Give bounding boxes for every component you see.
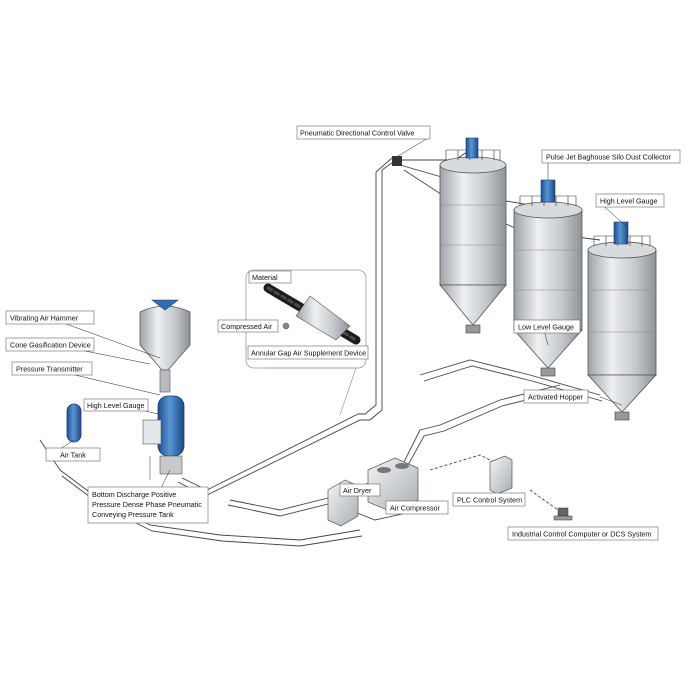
- label-tank-line3: Conveying Pressure Tank: [92, 510, 174, 519]
- label-low-level: Low Level Gauge: [518, 323, 574, 332]
- feed-hopper: [139, 299, 191, 393]
- label-high-level-silo: High Level Gauge: [600, 197, 658, 206]
- label-annular-gap: Annular Gap Air Supplement Device: [251, 349, 366, 358]
- valve-icon: [392, 156, 402, 166]
- label-cone-gasification: Cone Gasification Device: [10, 341, 91, 350]
- pressure-tank: [142, 395, 185, 480]
- computer: [553, 507, 573, 521]
- label-material: Material: [252, 273, 278, 282]
- label-tank-line2: Pressure Dense Phase Pneumatic: [92, 500, 202, 509]
- label-air-dryer: Air Dryer: [343, 486, 372, 495]
- label-air-tank: Air Tank: [60, 451, 86, 460]
- label-activated-hopper: Activated Hopper: [528, 393, 584, 402]
- callout-annular-gap: [245, 269, 367, 416]
- label-pulse-jet: Pulse Jet Baghouse Silo Dust Collector: [546, 153, 672, 162]
- label-pressure-transmitter: Pressure Transmitter: [16, 365, 83, 374]
- air-compressor: [367, 457, 419, 513]
- label-boxes: [5, 125, 681, 541]
- air-tank: [66, 403, 82, 443]
- label-plc: PLC Control System: [457, 496, 522, 505]
- label-vibrating-hammer: Vibrating Air Hammer: [10, 314, 79, 323]
- plc-cabinet: [489, 455, 513, 495]
- label-pneumatic-valve: Pneumatic Directional Control Valve: [300, 129, 415, 138]
- label-high-level-tank: High Level Gauge: [87, 401, 145, 410]
- silo-2: [513, 179, 583, 377]
- label-tank-line1: Bottom Discharge Positive: [92, 490, 176, 499]
- label-air-compressor: Air Compressor: [390, 504, 441, 513]
- silo-1: [439, 137, 507, 334]
- label-compressed-air: Compressed Air: [221, 322, 273, 331]
- silo-3: [587, 221, 657, 421]
- label-dcs: Industrial Control Computer or DCS Syste…: [512, 530, 651, 539]
